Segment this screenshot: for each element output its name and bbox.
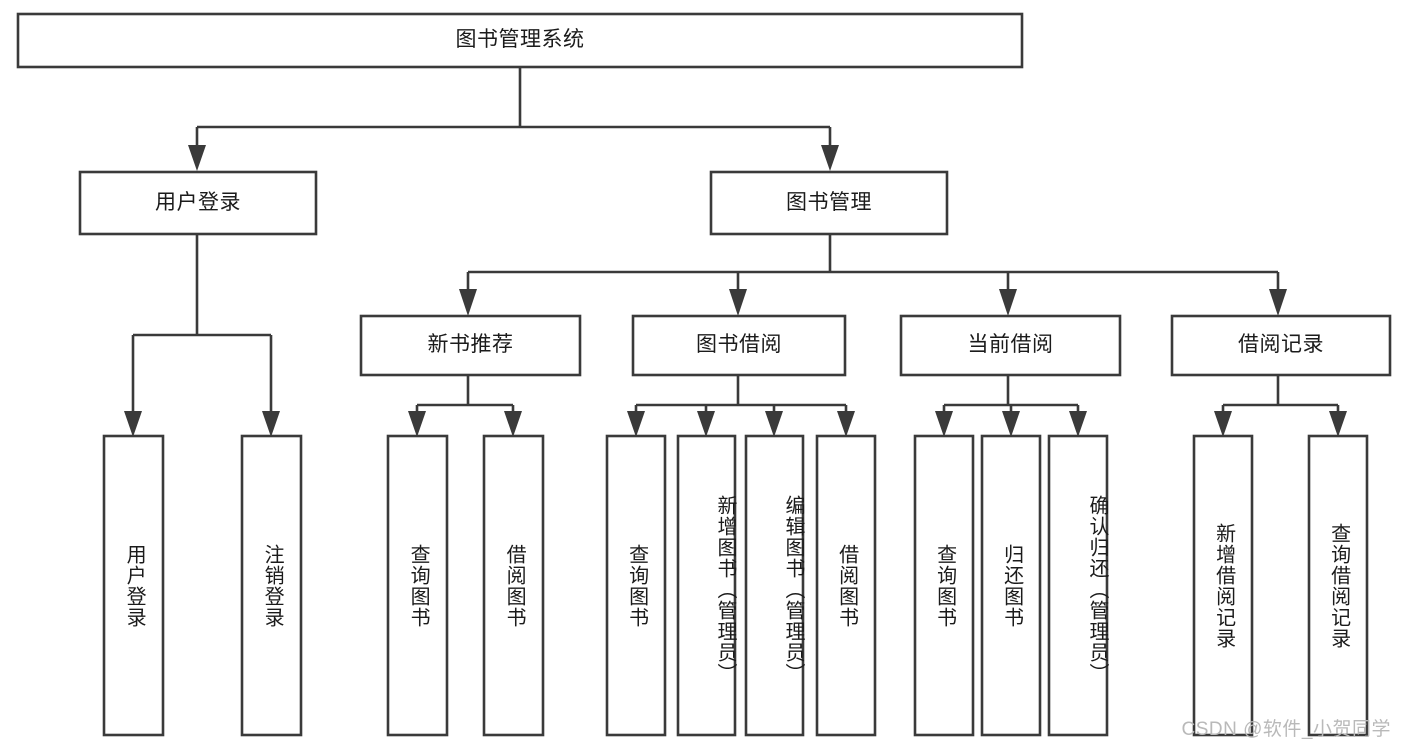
arrow-head-icon	[627, 411, 645, 437]
node-box-new-book-recommend[interactable]	[359, 314, 582, 377]
arrow-head-icon	[1329, 411, 1347, 437]
arrow-head-icon	[697, 411, 715, 437]
node-box-leaf-logout-login[interactable]	[240, 434, 303, 737]
arrow-head-icon	[1214, 411, 1232, 437]
node-box-leaf-borrow-book-1[interactable]	[482, 434, 545, 737]
arrow-head-icon	[1069, 411, 1087, 437]
arrow-head-icon	[765, 411, 783, 437]
arrow-head-icon	[188, 145, 206, 171]
node-box-leaf-return-book[interactable]	[980, 434, 1042, 737]
arrow-head-icon	[729, 289, 747, 316]
node-box-book-borrow[interactable]	[631, 314, 847, 377]
node-box-leaf-confirm-return[interactable]	[1047, 434, 1109, 737]
arrow-head-icon	[935, 411, 953, 437]
arrow-head-icon	[1002, 411, 1020, 437]
connector-bookmanage-to-level3	[459, 234, 1287, 316]
connector-borrowrecord-to-leaves	[1214, 376, 1347, 437]
node-box-root[interactable]	[16, 12, 1024, 69]
node-box-leaf-query-book-3[interactable]	[913, 434, 975, 737]
node-box-leaf-add-record[interactable]	[1192, 434, 1254, 737]
connector-userlogin-to-leaves	[124, 234, 280, 437]
node-box-current-borrow[interactable]	[899, 314, 1122, 377]
node-box-user-login[interactable]	[78, 170, 318, 236]
node-box-leaf-query-book-2[interactable]	[605, 434, 667, 737]
node-box-borrow-record[interactable]	[1170, 314, 1392, 377]
arrow-head-icon	[821, 145, 839, 171]
node-box-leaf-edit-book[interactable]	[744, 434, 805, 737]
node-box-leaf-user-login[interactable]	[102, 434, 165, 737]
connector-currentborrow-to-leaves	[935, 376, 1087, 437]
arrow-head-icon	[459, 289, 477, 316]
node-box-book-manage[interactable]	[709, 170, 949, 236]
arrow-head-icon	[408, 411, 426, 437]
arrow-head-icon	[837, 411, 855, 437]
connector-root-to-level2	[188, 67, 839, 171]
connector-newbook-to-leaves	[408, 376, 522, 437]
node-box-leaf-query-record[interactable]	[1307, 434, 1369, 737]
connector-bookborrow-to-leaves	[627, 376, 855, 437]
node-box-leaf-query-book-1[interactable]	[386, 434, 449, 737]
node-box-leaf-borrow-book-2[interactable]	[815, 434, 877, 737]
arrow-head-icon	[1269, 289, 1287, 316]
arrow-head-icon	[504, 411, 522, 437]
arrow-head-icon	[999, 289, 1017, 316]
arrow-head-icon	[124, 411, 142, 437]
arrow-head-icon	[262, 411, 280, 437]
node-box-leaf-add-book[interactable]	[676, 434, 737, 737]
